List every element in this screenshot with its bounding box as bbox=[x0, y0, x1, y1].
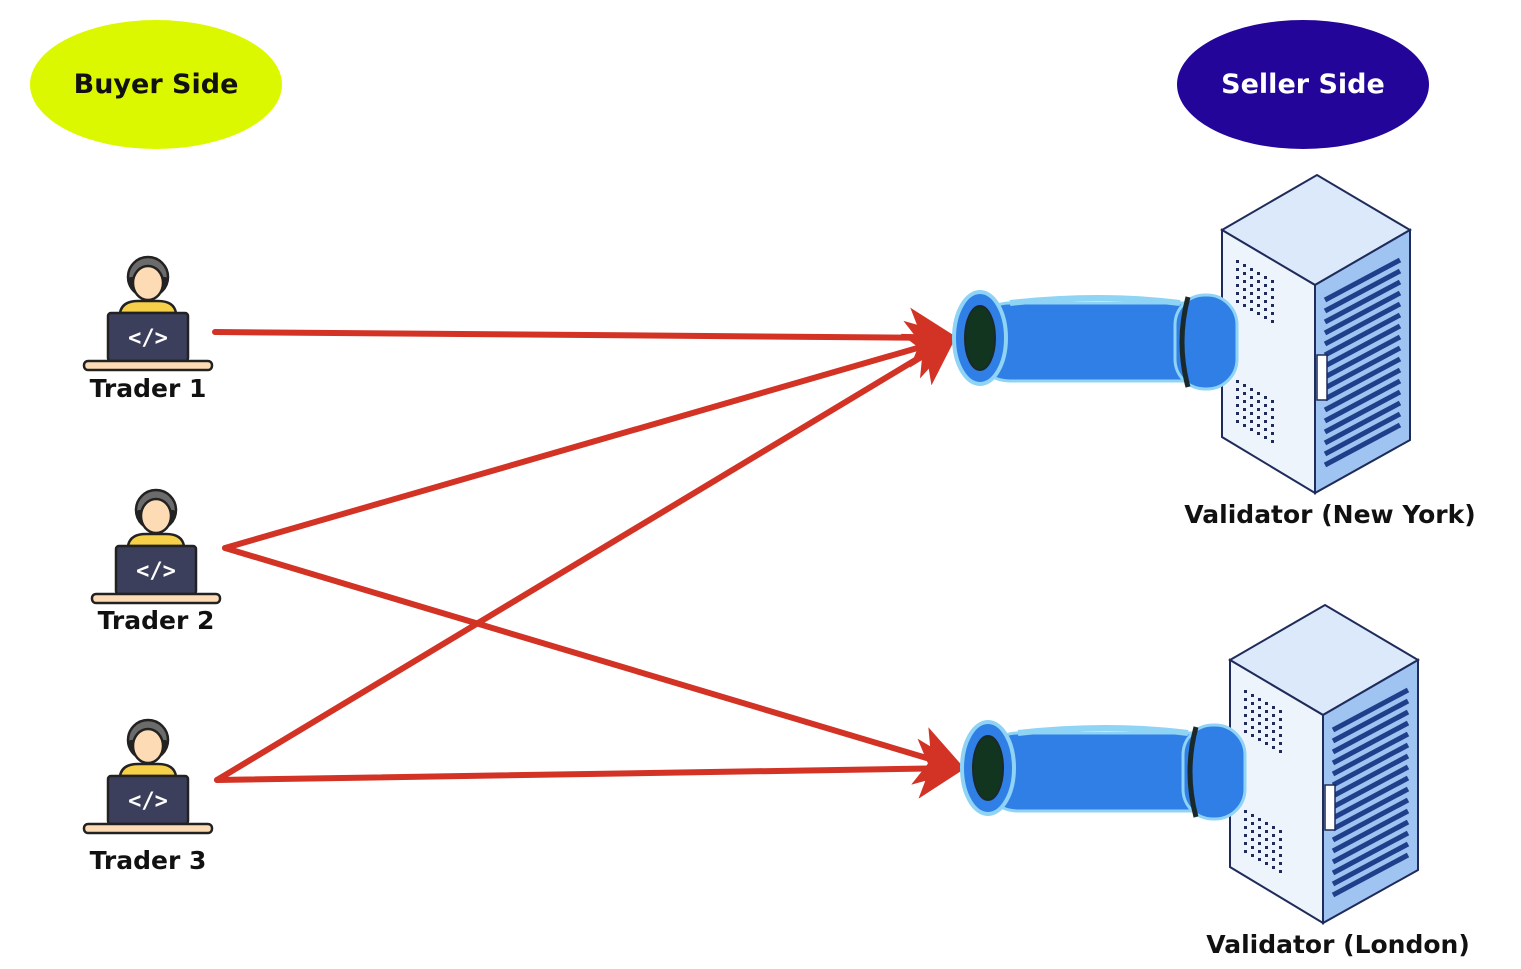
trader-2-label: Trader 2 bbox=[97, 606, 215, 635]
seller-side-badge: Seller Side bbox=[1177, 20, 1429, 149]
connection-arrows bbox=[212, 307, 966, 799]
arrow-trader1-to-newyork bbox=[212, 307, 958, 368]
newyork-pipe-icon bbox=[952, 290, 1239, 391]
validator-new-york-label: Validator (New York) bbox=[1184, 500, 1476, 529]
arrow-trader3-to-newyork bbox=[214, 333, 958, 783]
buyer-side-badge: Buyer Side bbox=[30, 20, 282, 149]
svg-text:</>: </> bbox=[128, 789, 168, 814]
trader1-developer-laptop-icon: </> bbox=[82, 255, 214, 372]
trader2-developer-laptop-icon: </> bbox=[90, 488, 222, 605]
london-pipe-icon bbox=[960, 720, 1247, 821]
trader-3-label: Trader 3 bbox=[89, 846, 207, 875]
nodes-layer: </> </> </> bbox=[82, 173, 1420, 925]
london-server-rack-icon bbox=[1228, 603, 1420, 925]
validator-london-label: Validator (London) bbox=[1206, 930, 1470, 959]
buyer-side-label: Buyer Side bbox=[73, 69, 239, 100]
svg-text:</>: </> bbox=[128, 326, 168, 351]
arrow-trader2-to-london bbox=[222, 545, 966, 785]
arrow-trader2-to-newyork bbox=[222, 320, 958, 551]
trader-1-label: Trader 1 bbox=[89, 374, 207, 403]
trader3-developer-laptop-icon: </> bbox=[82, 718, 214, 835]
seller-side-label: Seller Side bbox=[1221, 69, 1385, 100]
svg-text:</>: </> bbox=[136, 559, 176, 584]
newyork-server-rack-icon bbox=[1220, 173, 1412, 495]
arrow-trader3-to-london bbox=[214, 738, 966, 799]
